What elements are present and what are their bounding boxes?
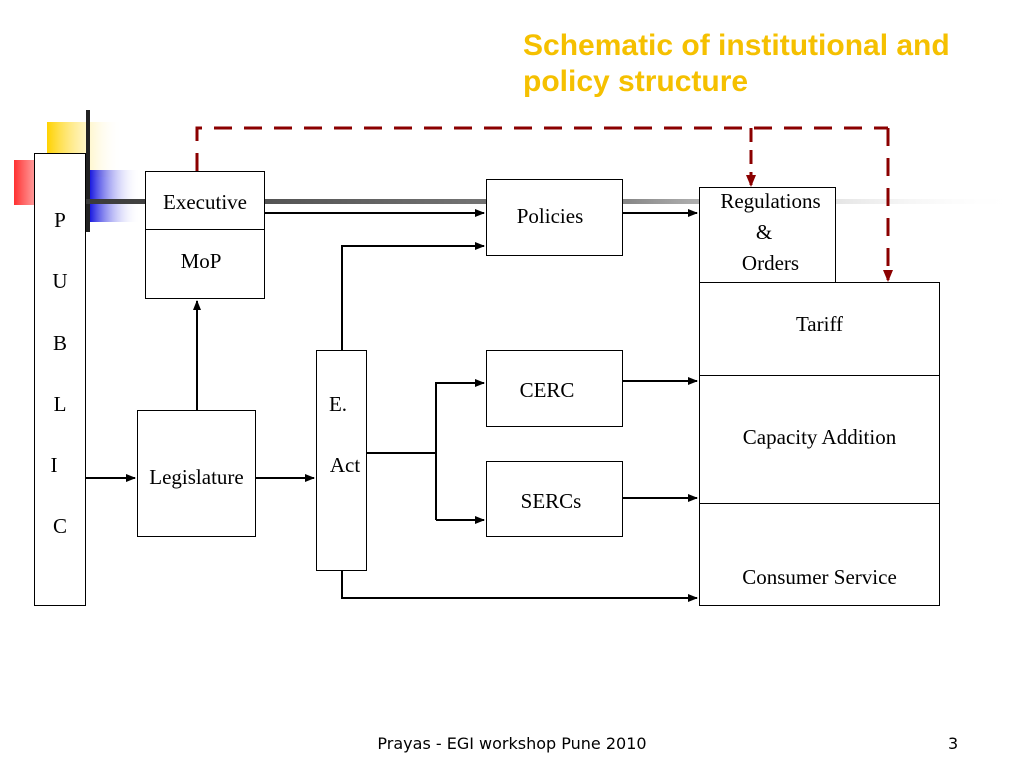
policies-box bbox=[486, 179, 623, 256]
regulations-line1: Regulations bbox=[720, 189, 821, 213]
outcomes-divider-2 bbox=[699, 503, 940, 504]
executive-divider bbox=[145, 229, 265, 230]
outcomes-box bbox=[699, 282, 940, 606]
regulations-line3: Orders bbox=[741, 251, 800, 275]
consumer-service-label: Consumer Service bbox=[742, 565, 897, 589]
slide-title: Schematic of institutional and policy st… bbox=[523, 29, 950, 98]
arrow-eact-to-consumer-service bbox=[341, 571, 698, 602]
tariff-label: Tariff bbox=[795, 312, 844, 336]
dashed-link-top bbox=[195, 126, 888, 171]
sercs-label: SERCs bbox=[520, 489, 582, 513]
public-letter-p: P bbox=[54, 208, 66, 232]
sercs-box bbox=[486, 461, 623, 537]
public-box bbox=[34, 153, 86, 606]
public-letter-i: I bbox=[50, 453, 58, 477]
cerc-box bbox=[486, 350, 623, 427]
footer-text: Prayas - EGI workshop Pune 2010 bbox=[377, 734, 647, 753]
mop-label: MoP bbox=[180, 249, 222, 273]
regulations-line2: & bbox=[755, 220, 773, 244]
legislature-box bbox=[137, 410, 256, 537]
legislature-label: Legislature bbox=[149, 465, 244, 489]
arrow-eact-to-policies bbox=[341, 242, 485, 350]
electricity-act-box bbox=[316, 350, 367, 571]
deco-blue-square bbox=[90, 170, 140, 222]
arrow-branch-to-cerc bbox=[435, 379, 485, 520]
capacity-addition-label: Capacity Addition bbox=[742, 425, 897, 449]
policies-label: Policies bbox=[516, 204, 584, 228]
outcomes-divider-1 bbox=[699, 375, 940, 376]
public-letter-c: C bbox=[52, 514, 67, 538]
public-letter-b: B bbox=[52, 331, 67, 355]
eact-line1: E. bbox=[328, 392, 348, 416]
slide-number: 3 bbox=[948, 734, 959, 753]
executive-label: Executive bbox=[163, 190, 247, 214]
executive-box bbox=[145, 171, 265, 299]
eact-line2: Act bbox=[329, 453, 361, 477]
public-letter-l: L bbox=[53, 392, 67, 416]
cerc-label: CERC bbox=[519, 378, 575, 402]
public-letter-u: U bbox=[52, 269, 68, 293]
